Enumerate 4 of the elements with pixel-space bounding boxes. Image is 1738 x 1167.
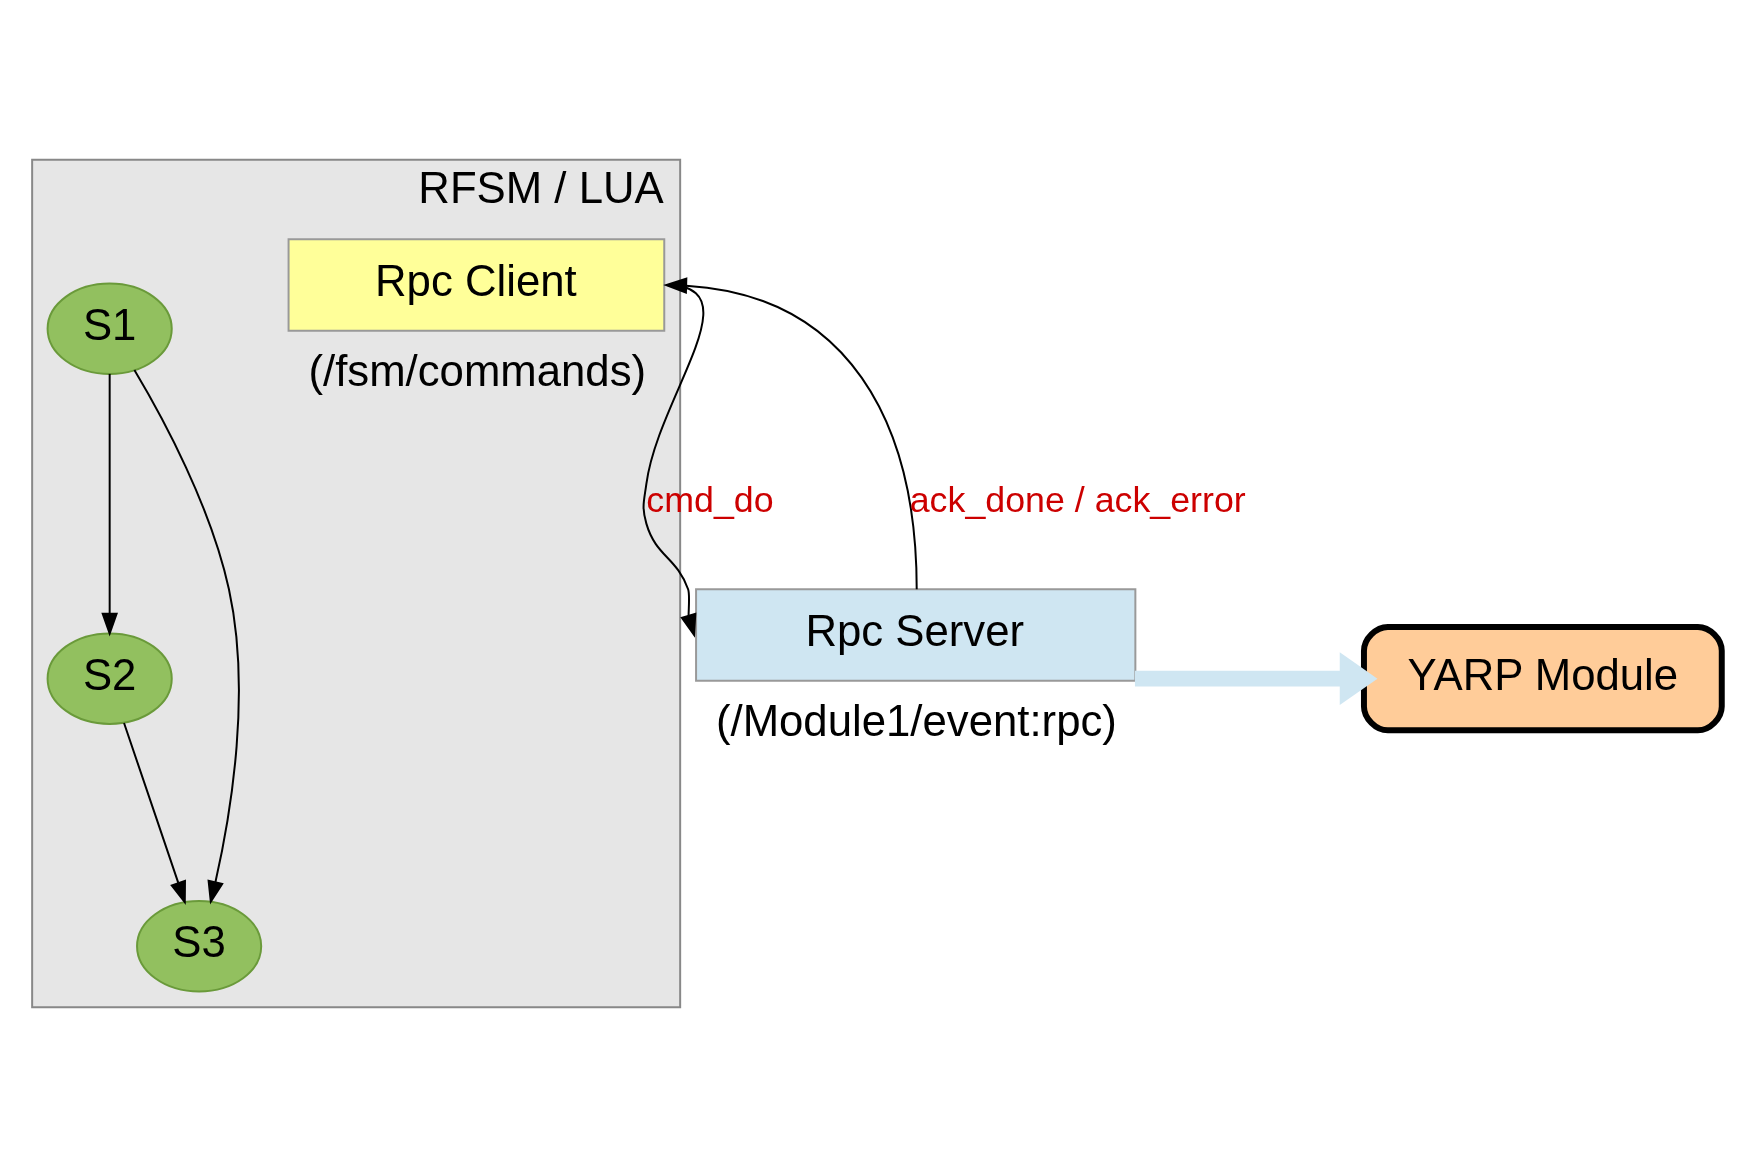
edge-label: ack_done / ack_error bbox=[909, 480, 1246, 521]
node-label: (/fsm/commands) bbox=[308, 345, 647, 395]
edge-label: cmd_do bbox=[646, 480, 774, 521]
node-label: (/Module1/event:rpc) bbox=[715, 695, 1117, 745]
